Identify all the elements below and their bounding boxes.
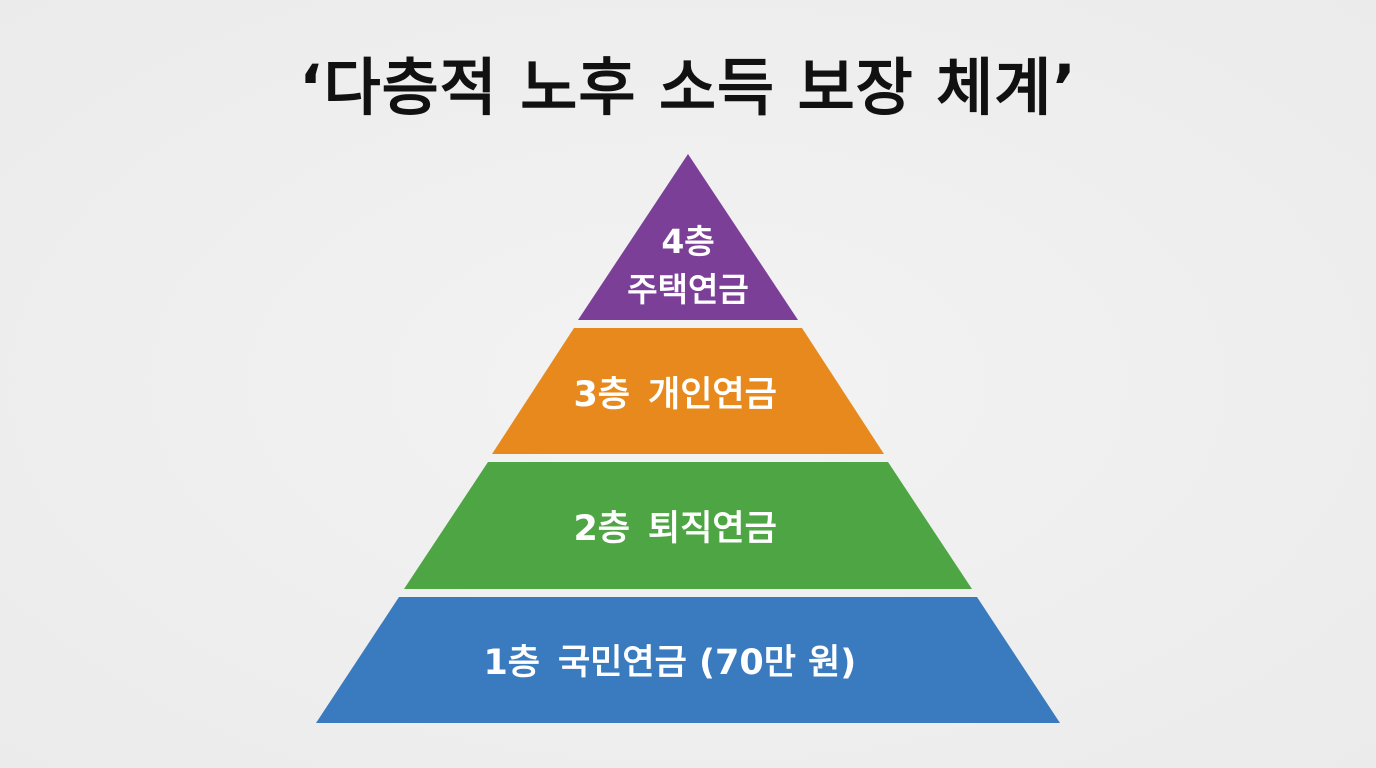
tier-1-level: 1층 — [483, 643, 540, 683]
tier-4-level: 4층 — [661, 222, 714, 261]
tier-4-shape — [578, 154, 798, 320]
tier-2-shape — [404, 462, 972, 589]
tier-3-label: 3층 — [573, 375, 630, 415]
page-title: ‘다층적 노후 소득 보장 체계’ — [299, 51, 1077, 124]
tier-1-name: 국민연금 (70만 원) — [558, 643, 856, 683]
tier-3-shape — [492, 328, 884, 454]
tier-2-level: 2층 — [573, 509, 630, 549]
tier-2-name: 퇴직연금 — [648, 509, 777, 549]
tier-1-shape — [316, 597, 1060, 723]
tier-4-name: 주택연금 — [627, 270, 748, 309]
tier-3-name: 개인연금 — [648, 375, 777, 415]
